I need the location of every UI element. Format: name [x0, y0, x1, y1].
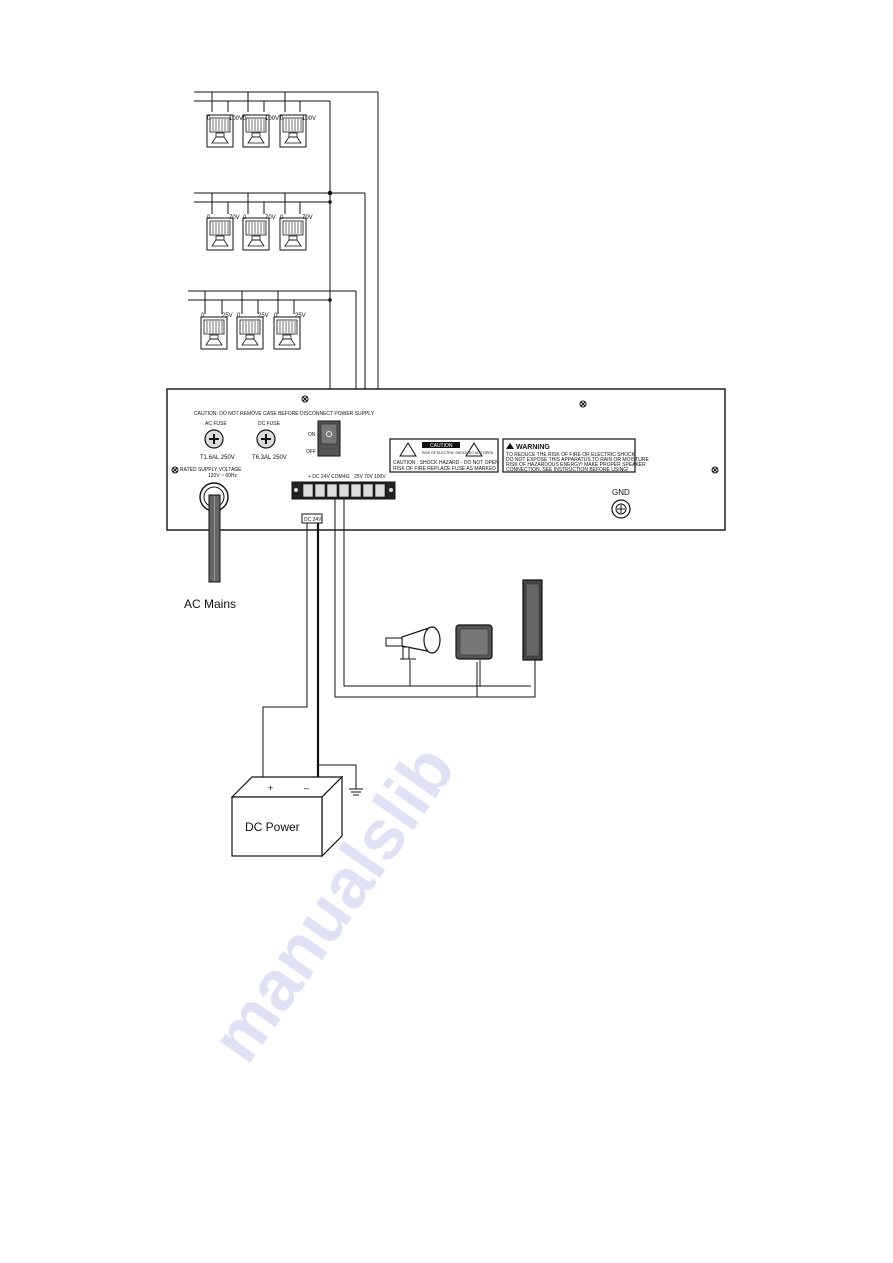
- warning-line: CONNECTION, SEE INSTRUCTION BEFORE USING…: [506, 467, 629, 473]
- warning-triangle-icon: [506, 443, 514, 449]
- tap-label-common: 0: [280, 215, 284, 221]
- terminal-labels: + DC 24V - COM 4Ω 25V 70V 100V: [308, 474, 386, 480]
- screw-icon: [301, 395, 309, 403]
- warning-label-box: WARNING TO REDUCE THE RISK OF FIRE OR EL…: [502, 438, 649, 473]
- dc-fuse-label: DC FUSE: [258, 421, 281, 427]
- warning-line: DO NOT EXPOSE THIS APPARATUS TO RAIN OR …: [506, 457, 649, 463]
- ac-mains-cable: [208, 494, 221, 583]
- tap-label-common: 0: [280, 116, 284, 122]
- switch-on-label: ON: [308, 432, 316, 438]
- tap-label-voltage: 100V: [302, 116, 316, 122]
- ground-symbol-icon: [349, 788, 363, 796]
- terminal-label: 4Ω: [343, 474, 350, 480]
- tap-label-common: 0: [243, 215, 247, 221]
- box-speaker-icon: [455, 624, 493, 660]
- speaker-group-100v: 0 100V 0 100V 0 100V: [194, 91, 378, 148]
- screw-icon: [579, 400, 587, 408]
- dc-power-box: + – DC Power: [230, 775, 344, 858]
- ceiling-speaker: [279, 217, 307, 251]
- dc-plus-label: +: [268, 783, 273, 793]
- ac-fuse-label: AC FUSE: [205, 421, 227, 427]
- tap-label-voltage: 100V: [229, 116, 243, 122]
- speaker-group-25v: 0 25V 0 25V 0 25V: [188, 290, 356, 350]
- ceiling-speaker: [273, 316, 301, 350]
- warning-triangle-icon: [399, 442, 417, 457]
- speaker-terminal-block[interactable]: [291, 481, 396, 500]
- screw-icon: [711, 466, 719, 474]
- dc-minus-label: –: [304, 783, 309, 793]
- terminal-label: 70V: [364, 474, 374, 480]
- caution-sub: RISK OF ELECTRIC SHOCK DO NOT OPEN: [422, 451, 494, 455]
- screw-icon: [171, 466, 179, 474]
- ac-fuse-holder[interactable]: [204, 429, 224, 449]
- tap-label-voltage: 70V: [302, 215, 313, 221]
- tap-label-common: 0: [207, 116, 211, 122]
- dc-fuse-rating: T6.3AL 250V: [252, 455, 287, 461]
- ground-terminal[interactable]: [611, 499, 631, 519]
- tap-label-voltage: 100V: [265, 116, 279, 122]
- ac-mains-label: AC Mains: [184, 597, 236, 611]
- caution-label-box: CAUTION RISK OF ELECTRIC SHOCK DO NOT OP…: [389, 438, 499, 473]
- tap-label-voltage: 70V: [229, 215, 240, 221]
- dc-fuse-holder[interactable]: [256, 429, 276, 449]
- ceiling-speaker: [200, 316, 228, 350]
- terminal-label: 100V: [374, 474, 386, 480]
- tap-label-voltage: 70V: [265, 215, 276, 221]
- terminal-label: + DC 24V -: [308, 474, 333, 480]
- tap-label-common: 0: [201, 313, 205, 319]
- dc-input-label: DC 24V: [304, 517, 322, 523]
- tap-label-common: 0: [237, 313, 241, 319]
- external-speaker-wires: [334, 499, 536, 698]
- ceiling-speaker: [236, 316, 264, 350]
- caution-line1: CAUTION : SHOCK HAZARD - DO NOT OPEN: [393, 460, 499, 466]
- speaker-group-70v: 0 70V 0 70V 0 70V: [194, 192, 365, 251]
- dc-input-connector[interactable]: DC 24V: [301, 513, 323, 524]
- tap-label-common: 0: [243, 116, 247, 122]
- dc-power-wires: [262, 523, 357, 789]
- tap-label-voltage: 25V: [222, 313, 233, 319]
- warning-header: WARNING: [516, 444, 550, 451]
- tap-label-common: 0: [274, 313, 278, 319]
- gnd-label: GND: [612, 488, 630, 497]
- ac-fuse-rating: T1.6AL 250V: [200, 455, 235, 461]
- ceiling-speaker: [242, 217, 270, 251]
- horn-speaker-icon: [385, 626, 441, 660]
- caution-line2: RISK OF FIRE REPLACE FUSE AS MARKED: [393, 466, 496, 472]
- panel-caution-text: CAUTION: DO NOT REMOVE CASE BEFORE DISCO…: [194, 411, 375, 417]
- switch-off-label: OFF: [306, 449, 316, 455]
- column-speaker-icon: [522, 579, 543, 661]
- warning-line: TO REDUCE THE RISK OF FIRE OR ELECTRIC S…: [506, 452, 636, 458]
- rear-panel: CAUTION: DO NOT REMOVE CASE BEFORE DISCO…: [166, 388, 726, 531]
- tap-label-voltage: 25V: [295, 313, 306, 319]
- tap-label-voltage: 25V: [258, 313, 269, 319]
- shock-triangle-icon: [465, 442, 483, 457]
- tap-label-common: 0: [207, 215, 211, 221]
- dc-power-label: DC Power: [245, 820, 300, 834]
- ceiling-speaker: [206, 217, 234, 251]
- caution-header: CAUTION: [430, 443, 453, 449]
- power-switch[interactable]: [317, 420, 341, 457]
- warning-line: RISK OF HAZARDOUS ENERGY! MAKE PROPER SP…: [506, 462, 646, 468]
- rated-supply-value: 120V ~ 60Hz: [208, 473, 238, 479]
- terminal-label: 25V: [354, 474, 364, 480]
- rated-supply-label: RATED SUPPLY VOLTAGE: [180, 467, 242, 473]
- terminal-label: COM: [331, 474, 343, 480]
